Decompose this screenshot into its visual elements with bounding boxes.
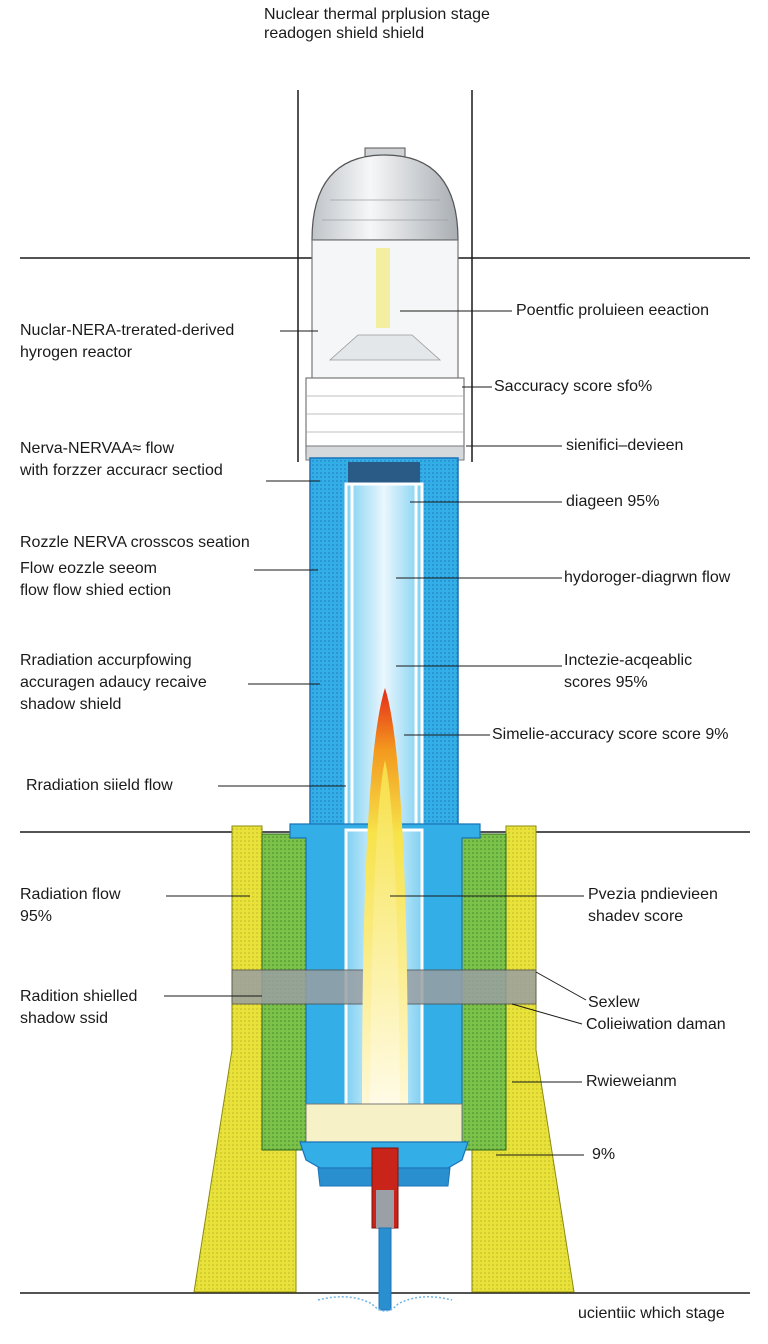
label-diageen: diageen 95%: [566, 493, 660, 510]
label-sienifici: sienifici–devieen: [566, 437, 684, 454]
label-9-percent: 9%: [592, 1146, 616, 1163]
leader-lines-right: [390, 310, 587, 1156]
label-poentfic: Poentfic proluieen eeaction: [516, 302, 710, 319]
leader-lines-left: [164, 330, 346, 997]
label-radiation-shield-flow: Rradiation siield flow: [26, 777, 173, 794]
propellant-tank: [305, 239, 465, 461]
label-rwieweianm: Rwieweianm: [586, 1073, 677, 1090]
label-hydoroger: hydoroger-diagrwn flow: [564, 569, 731, 586]
label-colieiwation: Colieiwation daman: [586, 1016, 726, 1033]
label-sexlew: Sexlew: [588, 994, 640, 1011]
label-saccuracy: Saccuracy score sfo%: [494, 378, 653, 395]
core-flame: [362, 688, 408, 1105]
label-nozzle-section: Rozzle NERVA crosscos seation Flow eozzl…: [20, 534, 250, 599]
title-line-1: Nuclear thermal prplusion stage: [264, 6, 490, 23]
title-line-2: readogen shield shield: [264, 25, 425, 42]
label-simelie: Simelie-accuracy score score 9%: [492, 726, 729, 743]
nozzle-assembly: [299, 1103, 469, 1312]
footer-caption: ucientiic which stage: [578, 1305, 725, 1322]
propellant-dome: [311, 147, 459, 241]
